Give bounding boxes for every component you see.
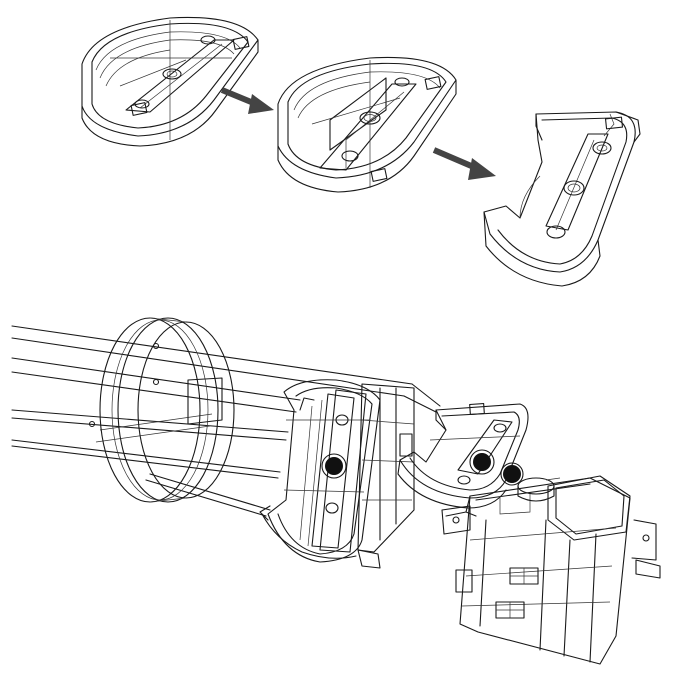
servo-housing [441,475,661,665]
bracket-right [397,402,529,509]
arrow-2-icon [432,147,496,180]
stage-2-bracket [277,56,457,193]
mount-block [357,383,415,569]
knob [517,477,561,502]
stage-3-bracket [483,111,641,287]
stage-1-bracket [81,16,259,147]
disc-guard [88,317,235,503]
bracket-left [259,379,381,563]
arrow-1-icon [220,87,274,114]
rod-frame [11,325,441,517]
